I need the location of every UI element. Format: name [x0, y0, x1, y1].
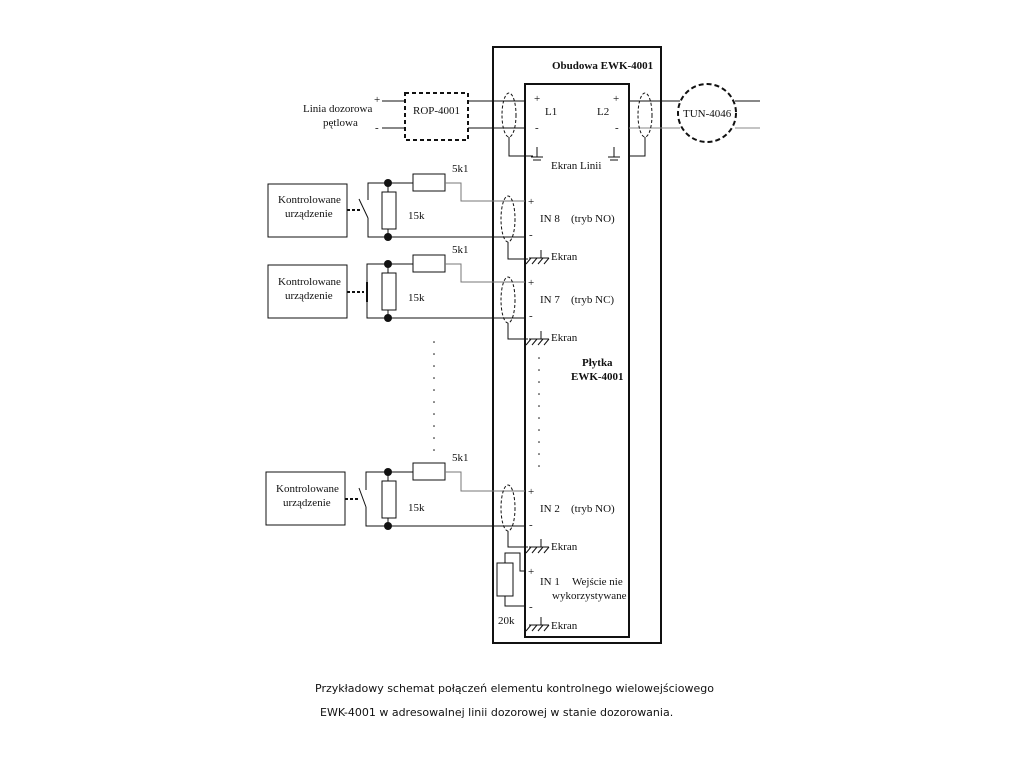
cable-shield-l1 [501, 92, 517, 138]
input-circuit-in1: 20k + - IN 1 Wejście nie wykorzystywane … [496, 552, 627, 632]
in1-shield-label: Ekran [551, 620, 578, 632]
input-circuit-in8: Kontrolowane urządzenie 15k 5k1 + - IN 8… [267, 163, 615, 265]
in7-minus: - [529, 310, 533, 322]
in8-minus: - [529, 229, 533, 241]
resistor-5k1 [412, 173, 446, 192]
in7-plus: + [528, 277, 534, 289]
in2-minus: - [529, 519, 533, 531]
rop-label: ROP-4001 [413, 105, 460, 117]
resistor-5k1 [412, 462, 446, 481]
l2-label: L2 [597, 106, 609, 118]
board-box [524, 83, 630, 638]
tun-label: TUN-4046 [683, 108, 732, 120]
in2-mode: (tryb NO) [571, 503, 615, 515]
resistor-5k1-label: 5k1 [452, 452, 469, 464]
resistor-15k [381, 480, 397, 519]
in1-name: IN 1 [540, 576, 560, 588]
resistor-15k-label: 15k [408, 292, 425, 304]
device-label: Kontrolowane [278, 276, 341, 288]
device-label: Kontrolowane [276, 483, 339, 495]
in2-shield-label: Ekran [551, 541, 578, 553]
in7-mode: (tryb NC) [571, 294, 614, 306]
resistor-15k [381, 272, 397, 311]
in2-name: IN 2 [540, 503, 560, 515]
loop-label-line2: pętlowa [323, 117, 358, 129]
in1-mode-line2: wykorzystywane [552, 590, 627, 602]
in8-name: IN 8 [540, 213, 560, 225]
in1-plus: + [528, 566, 534, 578]
resistor-15k-label: 15k [408, 502, 425, 514]
rop-4001-box [404, 92, 469, 141]
resistor-5k1-label: 5k1 [452, 244, 469, 256]
loop-label-line1: Linia dozorowa [303, 103, 372, 115]
in2-plus: + [528, 486, 534, 498]
l2-minus: - [615, 122, 619, 134]
device-label: urządzenie [285, 290, 333, 302]
in7-shield-label: Ekran [551, 332, 578, 344]
resistor-20k-label: 20k [498, 615, 515, 627]
tun-4046-circle [677, 83, 737, 143]
loop-plus: + [374, 94, 380, 106]
input-circuit-in7: Kontrolowane urządzenie 15k 5k1 + - IN 7… [267, 244, 614, 346]
enclosure-label: Obudowa EWK-4001 [552, 60, 653, 72]
in1-minus: - [529, 601, 533, 613]
in8-plus: + [528, 196, 534, 208]
in7-name: IN 7 [540, 294, 560, 306]
in8-shield-label: Ekran [551, 251, 578, 263]
resistor-15k [381, 191, 397, 230]
input-circuit-in2: Kontrolowane urządzenie 15k 5k1 + - IN 2… [265, 452, 615, 554]
in1-mode-line1: Wejście nie [572, 576, 623, 588]
l1-minus: - [535, 122, 539, 134]
cable-shield-l2 [637, 92, 653, 138]
l1-label: L1 [545, 106, 557, 118]
board-label-line2: EWK-4001 [571, 371, 624, 383]
loop-minus: - [375, 122, 379, 134]
board-label-line1: Płytka [582, 357, 613, 369]
resistor-5k1-label: 5k1 [452, 163, 469, 175]
device-label: urządzenie [283, 497, 331, 509]
device-label: urządzenie [285, 208, 333, 220]
caption-line1: Przykładowy schemat połączeń elementu ko… [315, 682, 714, 695]
continuation-dots [433, 341, 540, 467]
caption-line2: EWK-4001 w adresowalnej linii dozorowej … [320, 706, 674, 719]
in8-mode: (tryb NO) [571, 213, 615, 225]
resistor-20k [496, 562, 514, 597]
resistor-5k1 [412, 254, 446, 273]
l1-plus: + [534, 93, 540, 105]
l2-plus: + [613, 93, 619, 105]
enclosure-box [492, 46, 662, 644]
resistor-15k-label: 15k [408, 210, 425, 222]
line-shield-label: Ekran Linii [551, 160, 601, 172]
device-label: Kontrolowane [278, 194, 341, 206]
